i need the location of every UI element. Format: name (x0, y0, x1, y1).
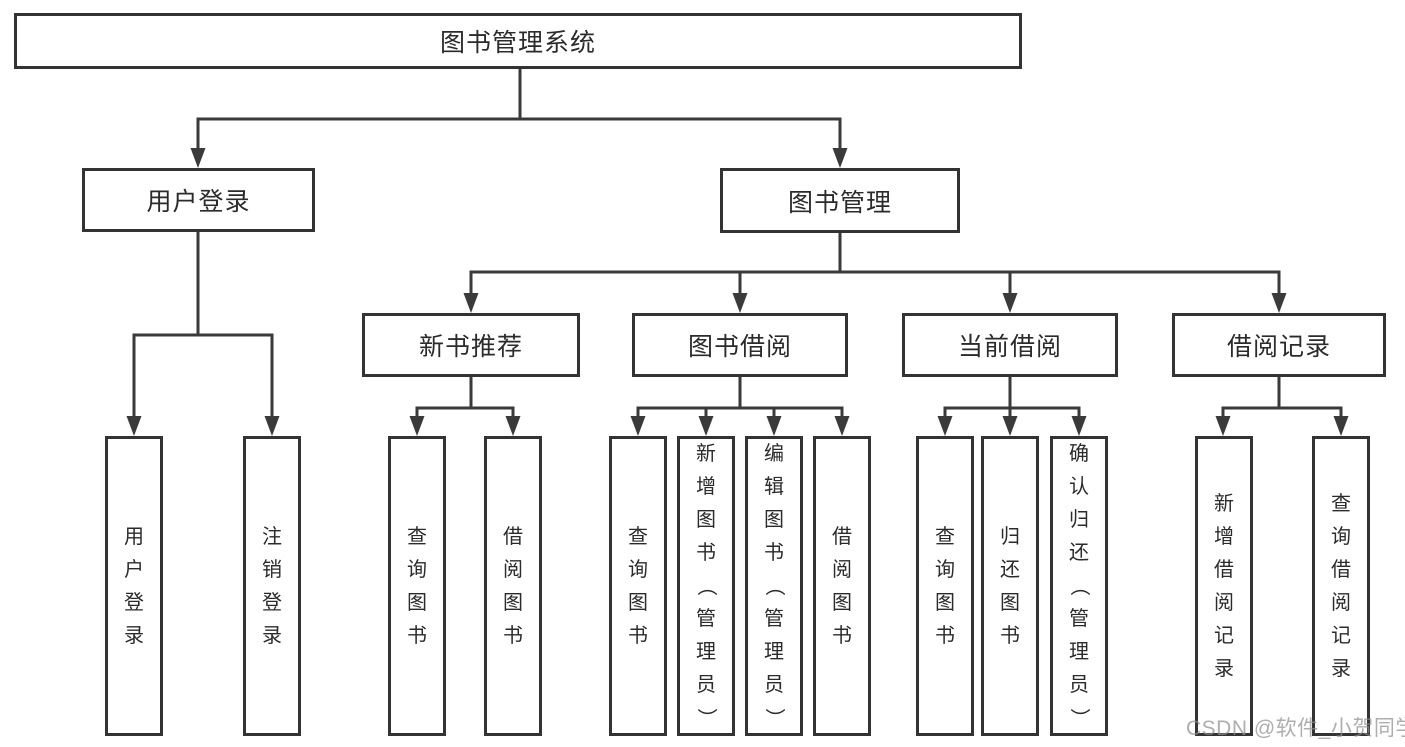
arrowhead (505, 416, 521, 436)
arrowhead (698, 416, 714, 436)
arrowhead (1002, 293, 1018, 313)
arrowhead (832, 148, 848, 168)
arrowhead (1071, 416, 1087, 436)
arrowhead (732, 293, 748, 313)
arrowhead (1215, 416, 1231, 436)
node-root-library-system: 图书管理系统 (14, 13, 1022, 69)
arrowhead (1002, 416, 1018, 436)
node-user-login: 用户登录 (82, 168, 315, 232)
node-new-book-recommend: 新书推荐 (362, 313, 580, 377)
leaf-add-borrow-record: 新增借阅记录 (1195, 436, 1253, 736)
arrowhead (937, 416, 953, 436)
arrowhead (1271, 293, 1287, 313)
arrowhead (190, 148, 206, 168)
leaf-query-book-3: 查询图书 (916, 436, 974, 736)
leaf-edit-book-admin: 编辑图书（管理员） (745, 436, 803, 736)
node-borrowing-records: 借阅记录 (1172, 313, 1386, 377)
leaf-add-book-admin: 新增图书（管理员） (677, 436, 735, 736)
leaf-return-book: 归还图书 (981, 436, 1039, 736)
leaf-user-login: 用户登录 (105, 436, 163, 736)
arrowhead (1333, 416, 1349, 436)
leaf-query-book-1: 查询图书 (388, 436, 446, 736)
csdn-watermark: CSDN @软件_小贺同学 (1186, 717, 1405, 740)
arrowhead (264, 416, 280, 436)
leaf-query-book-2: 查询图书 (609, 436, 667, 736)
arrowhead (630, 416, 646, 436)
arrowhead (766, 416, 782, 436)
arrowhead (409, 416, 425, 436)
leaf-confirm-return-admin: 确认归还（管理员） (1050, 436, 1108, 736)
arrowhead (834, 416, 850, 436)
node-book-borrowing: 图书借阅 (632, 313, 848, 377)
node-current-borrowing: 当前借阅 (902, 313, 1118, 377)
node-book-management: 图书管理 (720, 168, 960, 233)
leaf-query-borrow-record: 查询借阅记录 (1312, 436, 1370, 736)
leaf-borrow-book-1: 借阅图书 (484, 436, 542, 736)
leaf-borrow-book-2: 借阅图书 (813, 436, 871, 736)
leaf-logout: 注销登录 (243, 436, 301, 736)
arrowhead (463, 293, 479, 313)
arrowhead (126, 416, 142, 436)
